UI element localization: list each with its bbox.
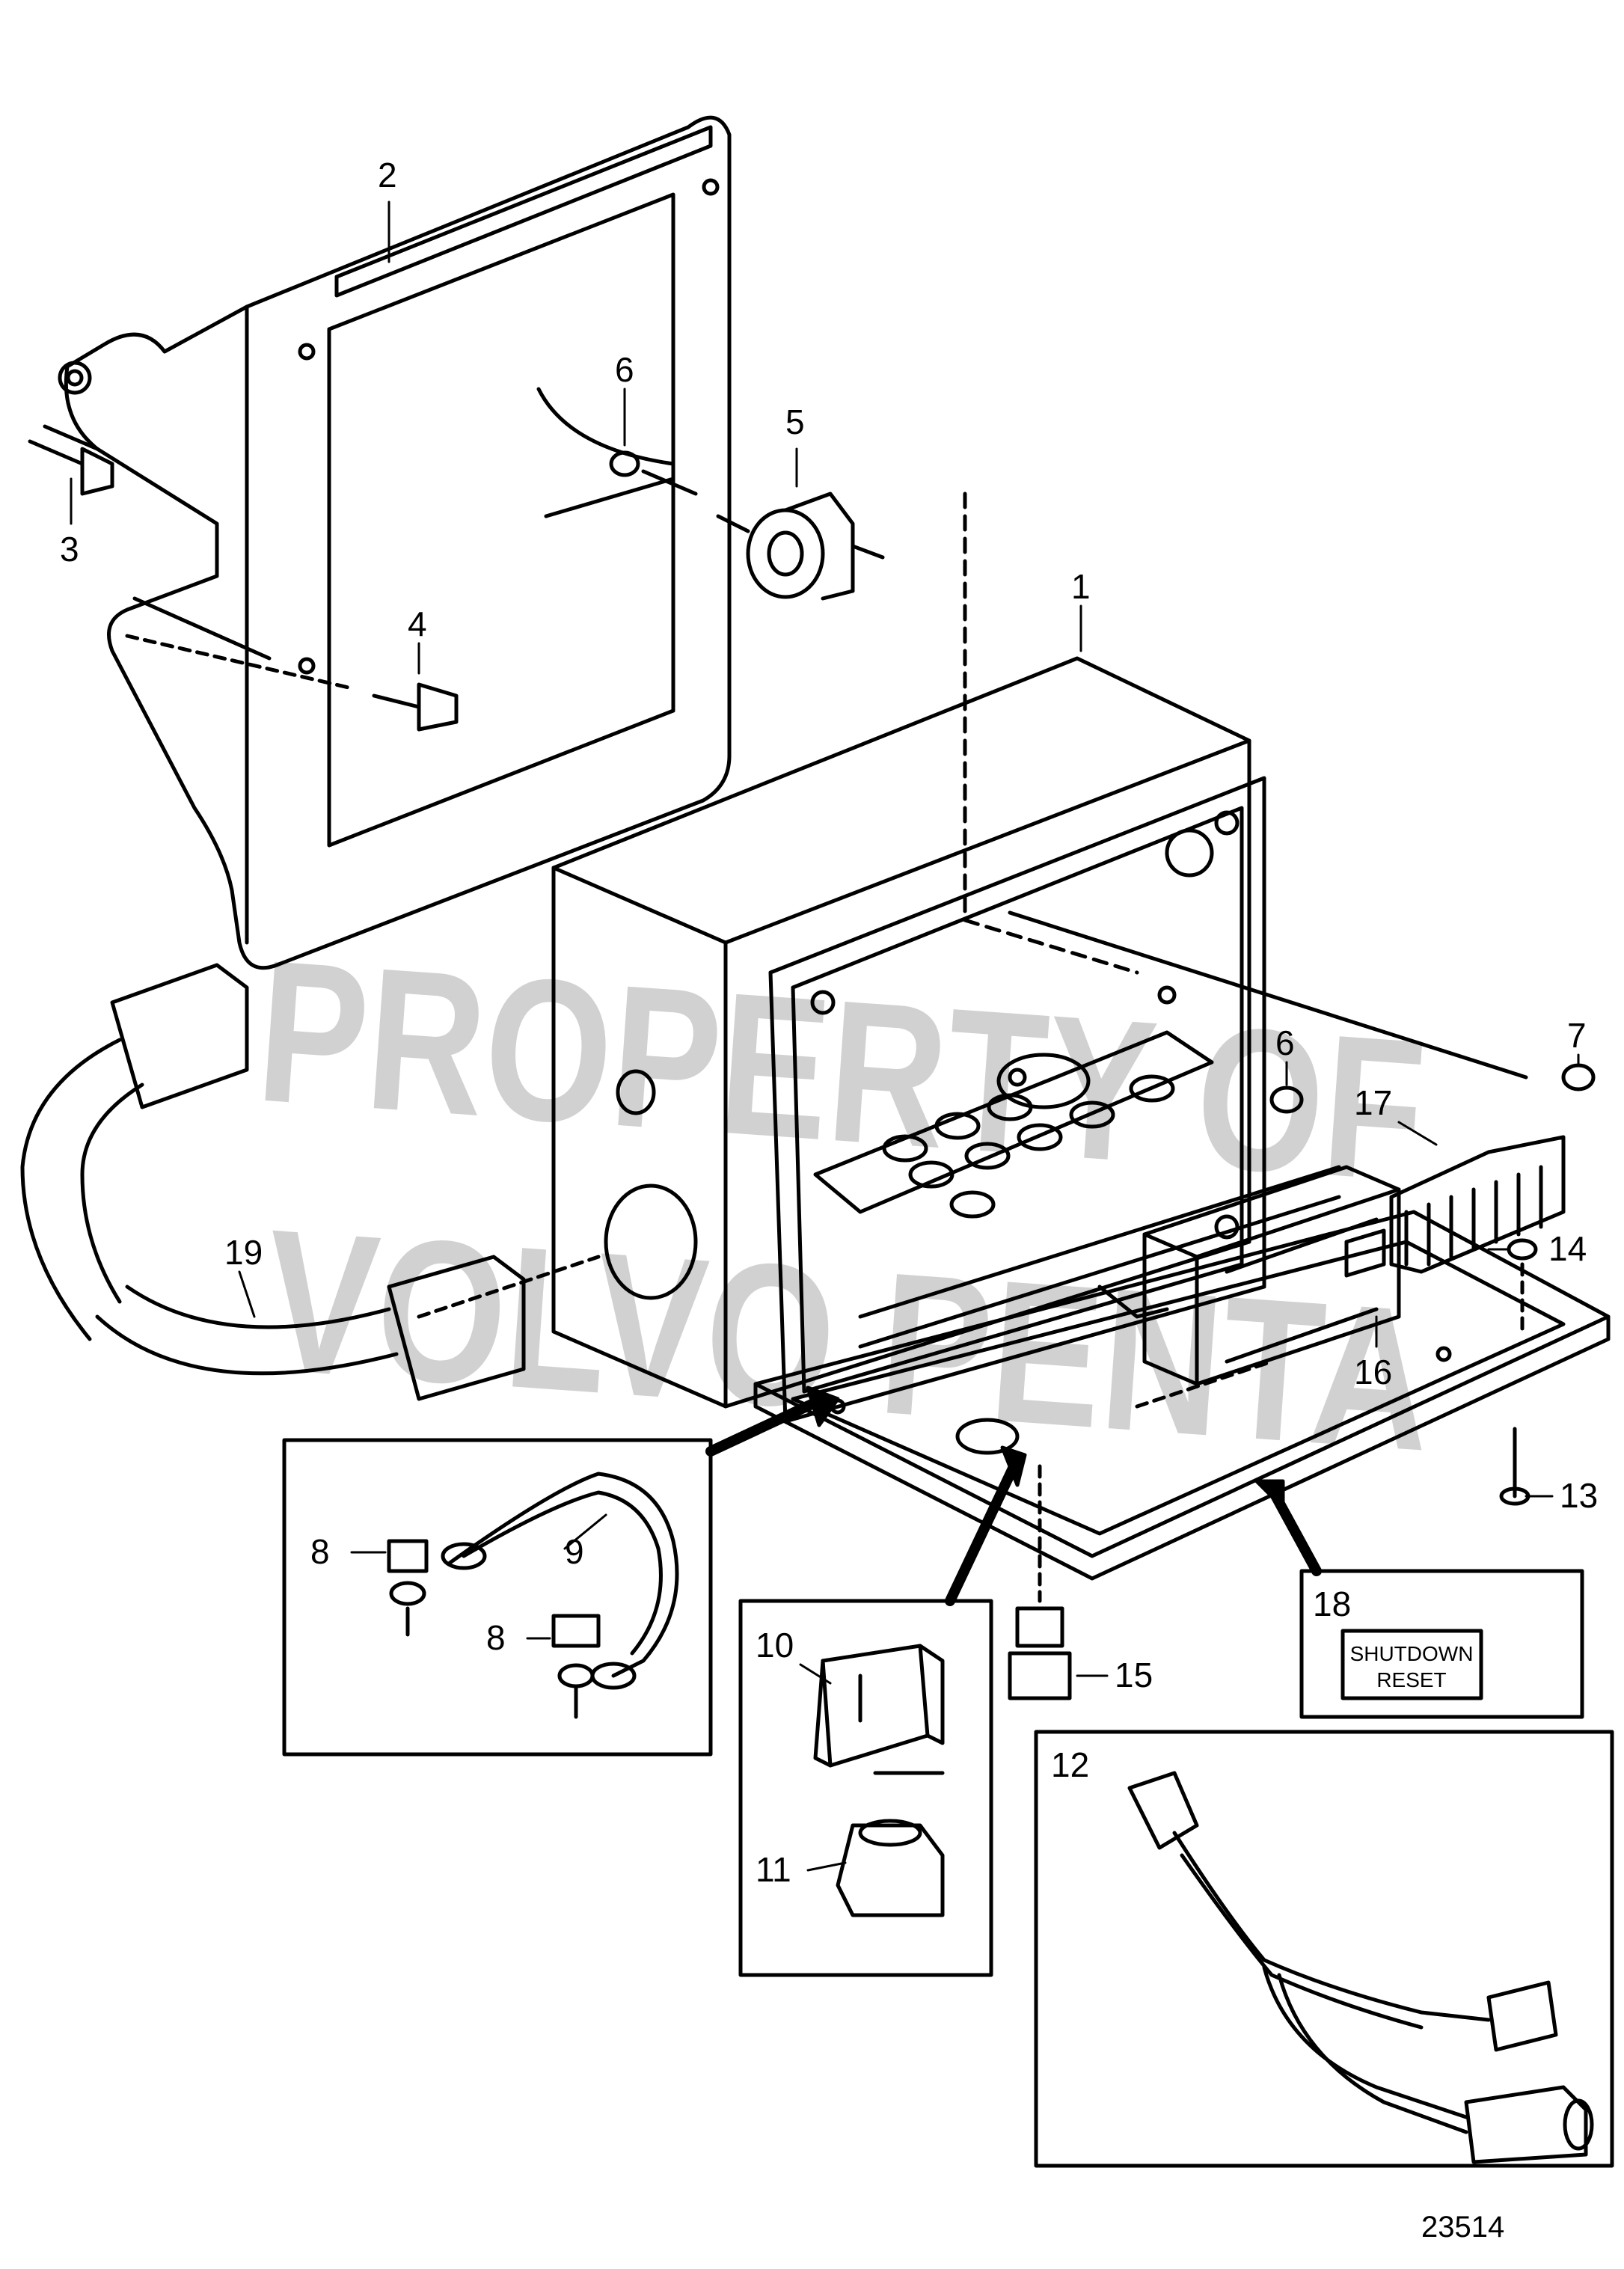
- callout-1: 1: [1071, 567, 1091, 606]
- decal-line-2: RESET: [1376, 1668, 1446, 1691]
- callouts: 2 3 4 5 6 1 6 7 17 14 16 13 15 19 8 9 8 …: [60, 156, 1598, 1889]
- callout-6-right: 6: [1275, 1023, 1295, 1062]
- detail-ground-cable: [282, 1385, 840, 1757]
- gland-plate: [813, 1030, 1214, 1219]
- spacer-5: [716, 492, 885, 601]
- nut-6-right: [1269, 1085, 1304, 1114]
- callout-8-top: 8: [310, 1532, 330, 1571]
- control-module-16: [1135, 1165, 1401, 1409]
- callout-8-bottom: 8: [486, 1618, 506, 1657]
- callout-9: 9: [565, 1532, 584, 1571]
- callout-6-top: 6: [615, 350, 634, 389]
- callout-16: 16: [1354, 1353, 1392, 1391]
- decal-box: [1254, 1479, 1584, 1719]
- callout-11: 11: [756, 1850, 791, 1889]
- watermark-line-1: PROPERTY OF: [251, 919, 1431, 1225]
- conduit-19: [20, 963, 601, 1401]
- callout-15: 15: [1115, 1656, 1153, 1694]
- callout-7: 7: [1567, 1016, 1587, 1055]
- detail-switch: [738, 1445, 1027, 1977]
- din-rail: [858, 1165, 1341, 1349]
- bolt-3: [28, 424, 114, 496]
- callout-12: 12: [1051, 1745, 1089, 1784]
- callout-18: 18: [1313, 1584, 1351, 1623]
- terminal-blocks-17: [1008, 910, 1566, 1274]
- callout-13: 13: [1560, 1476, 1598, 1515]
- figure-number: 23514: [1421, 2211, 1504, 2244]
- nut-7: [1561, 1063, 1596, 1091]
- screw-13: [1499, 1427, 1530, 1506]
- callout-10: 10: [756, 1626, 794, 1665]
- callout-19: 19: [224, 1233, 263, 1272]
- nut-6-top: [609, 450, 698, 496]
- callout-4: 4: [408, 604, 427, 643]
- detail-harness: [1034, 1730, 1614, 2168]
- callout-2: 2: [378, 156, 397, 195]
- washer-14: [1507, 1238, 1538, 1334]
- decal-line-1: SHUTDOWN: [1350, 1642, 1474, 1665]
- bolt-4: [125, 634, 459, 732]
- callout-14: 14: [1548, 1229, 1587, 1268]
- enclosure-box: [551, 492, 1266, 1424]
- leader-lines: [70, 200, 1580, 1872]
- callout-17: 17: [1354, 1083, 1392, 1122]
- callout-5: 5: [785, 402, 805, 441]
- cable-gland-15: [1008, 1464, 1072, 1700]
- callout-3: 3: [60, 530, 79, 569]
- mounting-bracket: [58, 115, 732, 970]
